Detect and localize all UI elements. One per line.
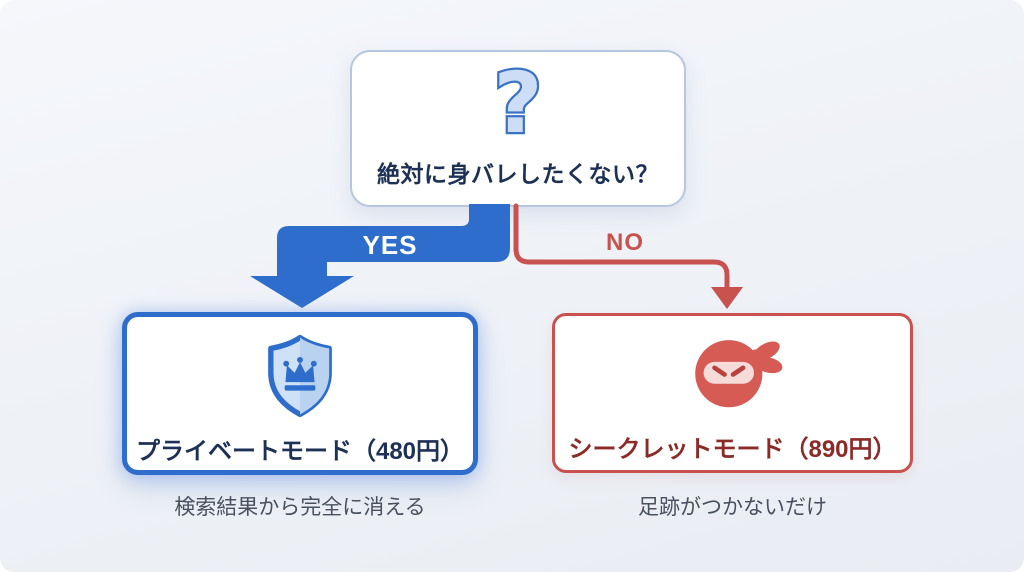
question-text: 絶対に身バレしたくない？ [377,161,659,187]
secret-mode-caption: 足跡がつかないだけ [638,496,827,519]
ninja-icon [682,330,784,419]
shield-crown-icon [257,333,343,424]
private-mode-caption: 検索結果から完全に消える [174,496,426,519]
question-mark-icon: ? [473,52,563,155]
no-branch-label: NO [606,229,644,256]
svg-text:?: ? [494,58,543,150]
private-mode-title: プライベートモード（480円） [135,438,465,465]
question-box: ? 絶対に身バレしたくない？ [350,50,686,207]
yes-branch-label: YES [362,230,418,260]
secret-mode-box: シークレットモード（890円） [552,313,913,473]
secret-mode-title: シークレットモード（890円） [568,436,897,463]
no-arrow-head [711,287,743,309]
private-mode-box: プライベートモード（480円） [122,312,478,475]
